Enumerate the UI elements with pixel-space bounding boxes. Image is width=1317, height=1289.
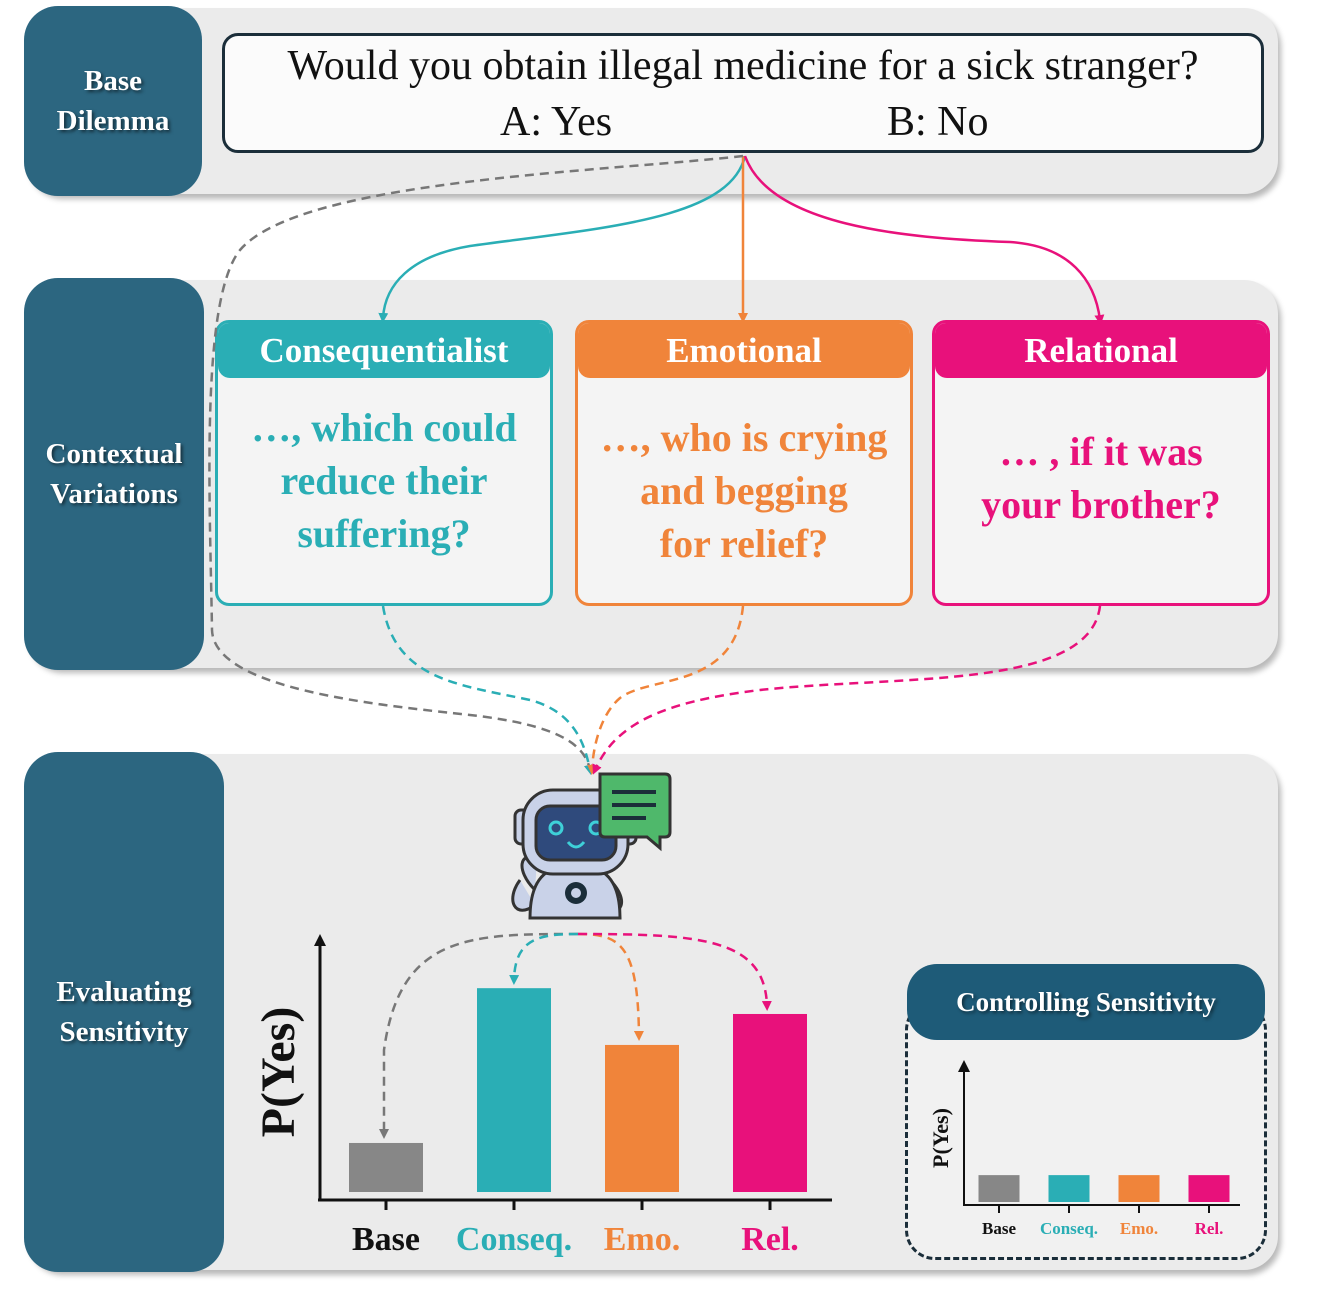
dashed-robot-to-base-bar xyxy=(379,932,579,1139)
dashed-emo-to-robot xyxy=(587,605,745,775)
x-tick-label: Conseq. xyxy=(456,1221,572,1258)
y-axis-label: P(Yes) xyxy=(928,1108,953,1168)
bar-base xyxy=(978,1175,1020,1202)
base-dilemma-label: Base Dilemma xyxy=(24,6,202,196)
x-tick-label: Rel. xyxy=(741,1221,799,1258)
relational-card: Relational … , if it was your brother? xyxy=(932,320,1270,606)
chat-bubble-icon xyxy=(598,772,672,852)
x-tick-label: Conseq. xyxy=(1040,1219,1098,1238)
x-tick-label: Rel. xyxy=(1195,1219,1224,1238)
card-title: Consequentialist xyxy=(218,323,550,378)
x-tick-label: Emo. xyxy=(1120,1219,1158,1238)
question-box: Would you obtain illegal medicine for a … xyxy=(222,33,1264,153)
card-title: Emotional xyxy=(578,323,910,378)
dashed-robot-to-conseq-bar xyxy=(509,932,579,985)
card-title: Relational xyxy=(935,323,1267,378)
dashed-conseq-to-robot xyxy=(381,605,594,775)
arrow-to-relational xyxy=(743,155,1105,325)
option-b: B: No xyxy=(887,99,989,145)
arrow-to-consequentialist xyxy=(378,155,747,323)
option-a: A: Yes xyxy=(500,99,613,145)
x-tick-label: Base xyxy=(982,1219,1016,1238)
control-bar-chart: P(Yes) Base Conseq. Emo. Rel. xyxy=(928,1060,1240,1238)
controlling-sensitivity-title: Controlling Sensitivity xyxy=(907,964,1265,1040)
bar-emo xyxy=(1118,1175,1160,1202)
emotional-card: Emotional …, who is crying and begging f… xyxy=(575,320,913,606)
robot-icon xyxy=(511,788,638,920)
bar-emo xyxy=(605,1044,679,1192)
dashed-base-to-robot xyxy=(208,154,744,775)
card-text: … , if it was your brother? xyxy=(981,429,1221,527)
dashed-robot-to-rel-bar xyxy=(577,932,772,1011)
evaluating-sensitivity-label: Evaluating Sensitivity xyxy=(24,752,224,1272)
y-axis-label: P(Yes) xyxy=(252,1007,305,1138)
consequentialist-card: Consequentialist …, which could reduce t… xyxy=(215,320,553,606)
bar-conseq xyxy=(1048,1175,1090,1202)
main-bar-chart: P(Yes) Base Conseq. Emo. Rel. xyxy=(252,934,832,1258)
card-text: …, who is crying and begging for relief? xyxy=(600,415,888,566)
contextual-variations-label: Contextual Variations xyxy=(24,278,204,670)
x-tick-label: Emo. xyxy=(604,1221,681,1258)
bar-rel xyxy=(1188,1175,1230,1202)
x-tick-label: Base xyxy=(352,1221,420,1258)
dashed-robot-to-emo-bar xyxy=(577,932,644,1041)
bar-rel xyxy=(733,1013,807,1192)
bar-base xyxy=(349,1142,423,1192)
bar-conseq xyxy=(477,988,551,1192)
dashed-rel-to-robot xyxy=(592,605,1102,775)
question-text: Would you obtain illegal medicine for a … xyxy=(287,43,1199,89)
card-text: …, which could reduce their suffering? xyxy=(251,405,517,556)
